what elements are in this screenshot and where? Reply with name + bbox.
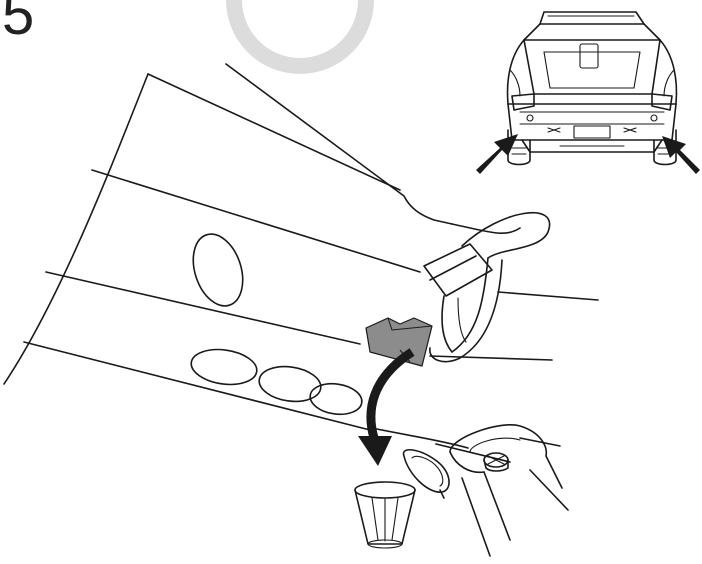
sensor-hole-upper bbox=[192, 233, 244, 307]
step-number: 5 bbox=[2, 0, 35, 47]
sensor-hole-lower-3 bbox=[309, 382, 363, 416]
mount-bracket-with-screw bbox=[449, 424, 569, 557]
bumper-panel bbox=[3, 63, 599, 463]
cover-cap bbox=[402, 449, 450, 499]
sensor-hole-lower-2 bbox=[258, 365, 322, 403]
protective-pad bbox=[365, 317, 433, 367]
sensor-hole-lower-1 bbox=[190, 348, 258, 386]
pointer-arrow-icon bbox=[476, 134, 700, 174]
watermark-ring-icon bbox=[226, 0, 374, 74]
tow-hook-bracket bbox=[423, 212, 551, 363]
curved-arrow-icon bbox=[358, 348, 415, 466]
trash-bin-icon bbox=[354, 481, 416, 549]
vehicle-rear-inset bbox=[506, 11, 678, 166]
